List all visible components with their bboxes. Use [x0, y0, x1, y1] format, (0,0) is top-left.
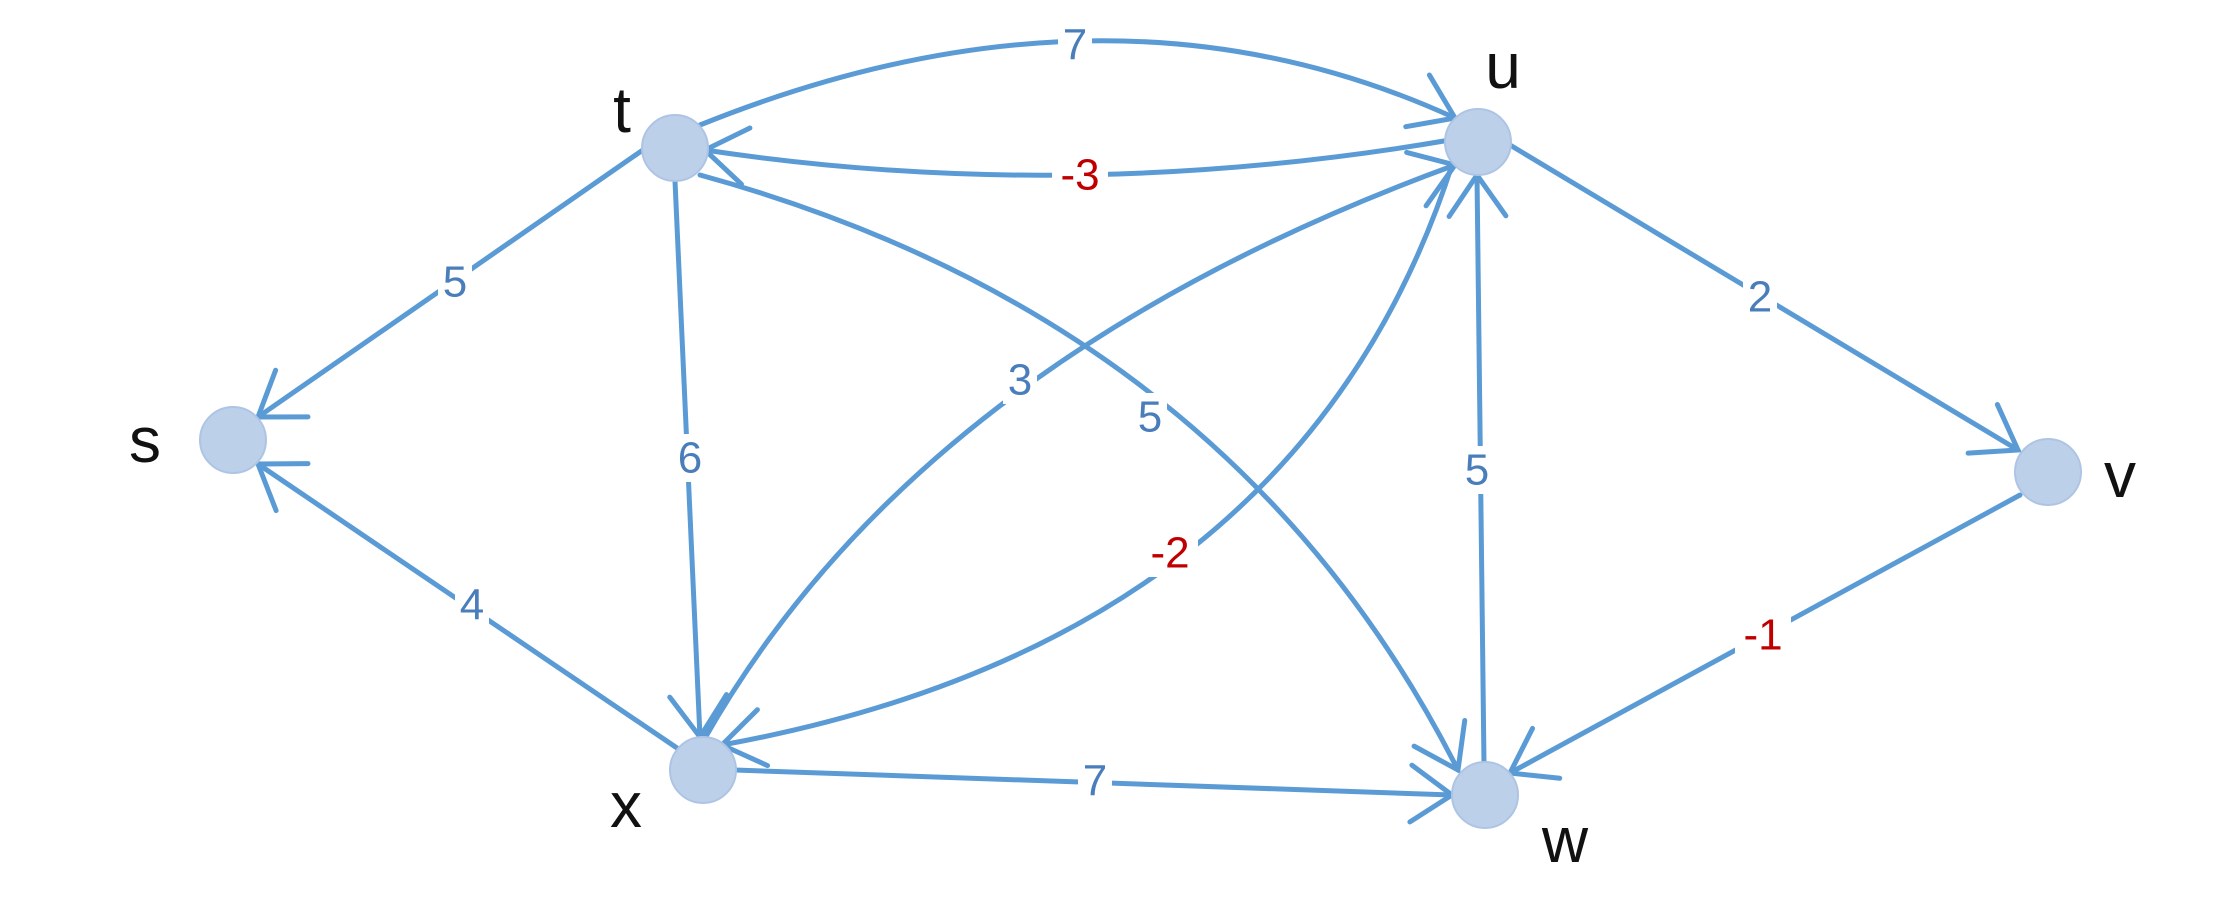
edge-weight-w-u: 5: [1465, 446, 1489, 495]
edge-w-u: 5: [1446, 170, 1509, 768]
edge-x-w: 7: [732, 757, 1457, 825]
edge-v-w: -1: [1506, 492, 2023, 781]
edge-weight-x-u: 3: [1008, 356, 1032, 405]
edge-u-x: -2: [717, 159, 1456, 769]
node-v: v: [2014, 438, 2136, 511]
edge-weight-u-v: 2: [1748, 273, 1772, 322]
edge-weight-v-w: -1: [1743, 611, 1782, 660]
node-label-s: s: [129, 404, 161, 476]
node-s: s: [129, 404, 267, 476]
edge-weight-t-u: 7: [1063, 21, 1087, 70]
edge-weight-background: [1460, 446, 1494, 494]
edge-weight-background: [438, 258, 472, 306]
node-circle-t: [641, 114, 709, 182]
node-label-u: u: [1485, 30, 1521, 102]
node-label-t: t: [613, 74, 631, 146]
edge-weight-u-t: -3: [1060, 151, 1099, 200]
edge-t-s: 5: [254, 142, 653, 420]
edge-weight-background: [1078, 757, 1112, 805]
edge-weight-background: [1052, 151, 1108, 199]
arrowhead-icon: [1965, 401, 2022, 456]
node-circle-v: [2014, 438, 2082, 506]
edge-weight-background: [1735, 611, 1791, 659]
edge-weight-x-w: 7: [1083, 757, 1107, 806]
node-t: t: [613, 74, 709, 182]
node-label-x: x: [610, 769, 642, 841]
edge-weight-background: [1142, 529, 1198, 577]
node-circle-x: [669, 736, 737, 804]
edge-weight-background: [1058, 21, 1092, 69]
node-circle-u: [1444, 108, 1512, 176]
edge-line-t-u: [697, 38, 1458, 128]
edge-u-t: -3: [700, 125, 1453, 200]
edge-weight-background: [1003, 356, 1037, 404]
edge-line-t-w: [697, 172, 1461, 773]
nodes-layer: s t u v w x: [129, 30, 2136, 876]
node-label-w: w: [1541, 804, 1589, 876]
edge-line-u-x: [719, 159, 1456, 748]
node-u: u: [1444, 30, 1521, 176]
edge-t-u: 7: [697, 21, 1460, 130]
node-circle-w: [1451, 761, 1519, 829]
edge-weight-x-s: 4: [460, 581, 484, 630]
arrowhead-icon: [1411, 717, 1468, 774]
edge-weight-t-x: 6: [678, 434, 702, 483]
edge-weight-background: [455, 581, 489, 629]
edge-weight-t-s: 5: [443, 258, 467, 307]
edge-weight-background: [1743, 273, 1777, 321]
edge-u-v: 2: [1502, 139, 2022, 456]
edge-x-u: 3: [702, 149, 1460, 741]
edge-line-x-u: [702, 162, 1458, 741]
edge-x-s: 4: [254, 461, 680, 751]
edge-t-w: 5: [697, 172, 1468, 774]
node-circle-s: [199, 406, 267, 474]
arrowhead-icon: [254, 461, 311, 514]
edge-weight-background: [1133, 393, 1167, 441]
node-x: x: [610, 736, 737, 841]
edge-weight-background: [673, 434, 707, 482]
edge-weight-u-x: -2: [1150, 529, 1189, 578]
node-w: w: [1451, 761, 1589, 876]
node-label-v: v: [2104, 439, 2136, 511]
edge-weight-t-w: 5: [1138, 393, 1162, 442]
edge-t-x: 6: [667, 178, 730, 742]
edges-layer: 7 -3 5 6 5 3 -2 5 2 -1 4 7: [254, 21, 2023, 825]
